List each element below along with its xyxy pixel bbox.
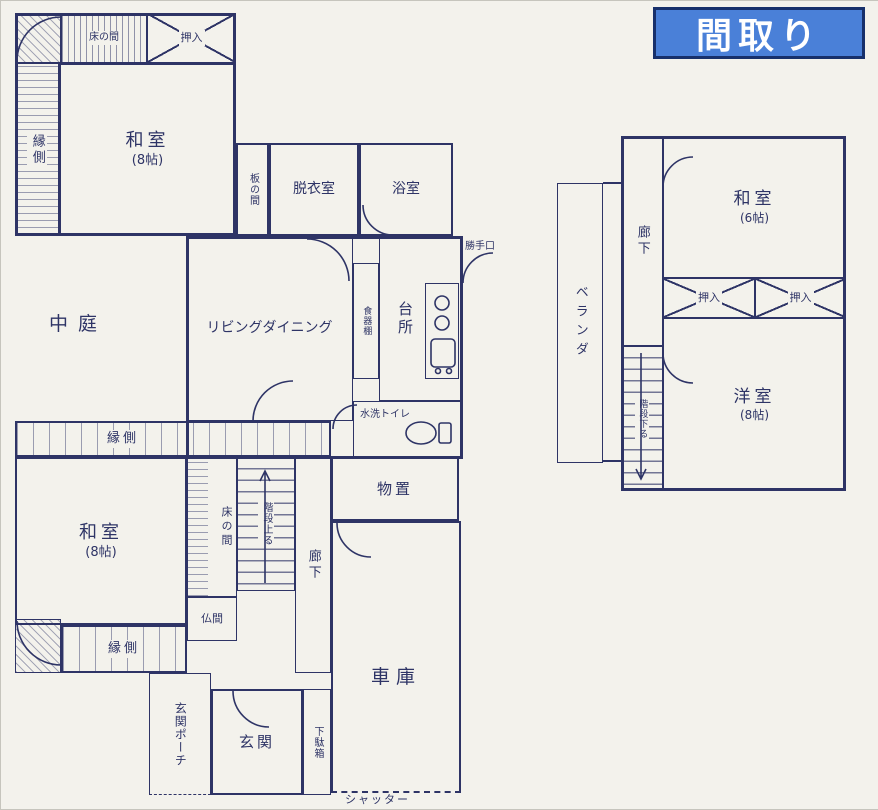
stairs-label: 階段下る — [634, 397, 650, 440]
label-shutter: シャッター — [345, 793, 410, 806]
room-yokushitsu: 浴室 — [359, 143, 453, 236]
room-label: 縁側 — [105, 640, 142, 658]
room-label: 玄関 — [238, 733, 275, 751]
room-daidokoro: 台所 — [379, 236, 463, 401]
room-label: 縁側 — [105, 430, 142, 448]
room-living-dining: リビングダイニング — [186, 236, 353, 421]
room-washitsu-2f: 和室 (6帖) — [663, 136, 846, 278]
room-label: 浴室 — [392, 181, 420, 198]
room-label: 廊下 — [305, 549, 321, 581]
room-label: 和室 — [79, 521, 123, 543]
room-label: 台所 — [396, 300, 414, 337]
room-oshiire-2f-left: 押入 — [663, 278, 755, 318]
room-tokonoma-top: 床の間 — [61, 13, 147, 63]
room-butsuma: 仏間 — [187, 597, 237, 641]
room-label: 水洗トイレ — [360, 409, 410, 420]
room-size: (8帖) — [131, 153, 164, 168]
veranda-connector-top — [603, 182, 623, 184]
room-engawa-left: 縁側 — [15, 63, 59, 236]
stairs-label: 階段上る — [258, 501, 274, 547]
room-label: 押入 — [787, 290, 814, 306]
room-youshitsu-2f: 洋室 (8帖) — [663, 318, 846, 491]
room-label: 押入 — [696, 290, 722, 306]
cabinet-shokkidana: 食器棚 — [353, 263, 379, 379]
room-label: 縁側 — [27, 132, 47, 167]
page-title: 間取り — [695, 16, 822, 57]
label-nakaniwa: 中庭 — [49, 313, 108, 335]
room-label: 廊下 — [634, 225, 650, 257]
room-label: 脱衣室 — [293, 181, 335, 198]
room-label: ベランダ — [572, 285, 588, 361]
room-label: リビングダイニング — [206, 320, 333, 337]
kitchen-counter — [425, 283, 459, 379]
room-label: 洋室 — [733, 386, 776, 407]
label-katteguchi: 勝手口 — [465, 241, 495, 252]
room-engawa-bottom: 縁側 — [61, 625, 187, 673]
room-genkan: 玄関 — [211, 689, 303, 795]
room-engawa-mid: 縁側 — [15, 421, 331, 457]
room-label: 和室 — [733, 189, 776, 210]
corner-closet-top — [15, 13, 61, 63]
room-genkan-porch: 玄関ポーチ — [149, 673, 211, 795]
room-label: 仏間 — [201, 612, 223, 626]
corridor-2f: 廊下 — [621, 136, 663, 346]
veranda-connector-bottom — [603, 460, 623, 462]
stairs-2f: 階段下る — [621, 346, 663, 491]
room-label: 車庫 — [370, 665, 421, 688]
room-label: 玄関ポーチ — [173, 701, 188, 767]
room-size: (8帖) — [740, 408, 769, 422]
corner-closet-bottom — [15, 619, 61, 673]
title-banner: 間取り — [653, 7, 865, 59]
room-label: 床の間 — [87, 31, 121, 45]
room-toilet: 水洗トイレ — [353, 401, 463, 459]
room-itanoma: 板の間 — [236, 143, 269, 236]
corridor-1f: 廊下 — [295, 457, 331, 673]
room-label: 下駄箱 — [312, 725, 323, 759]
room-washitsu-bottom-1f: 和室 (8帖) — [15, 457, 187, 625]
room-datsuishitsu: 脱衣室 — [269, 143, 359, 236]
stairs-1f: 階段上る — [237, 457, 295, 591]
room-shako: 車庫 — [331, 521, 461, 793]
room-label: 食器棚 — [361, 306, 372, 336]
door-arc — [462, 252, 494, 284]
room-label: 床の間 — [220, 506, 233, 548]
room-label: 板の間 — [247, 173, 259, 206]
room-size: (8帖) — [85, 544, 117, 560]
room-oshiire-2f-right: 押入 — [755, 278, 846, 318]
cabinet-getabako: 下駄箱 — [303, 689, 331, 795]
room-label: 物置 — [376, 480, 413, 498]
room-tokonoma-bottom: 床の間 — [187, 457, 237, 597]
room-label: 和室 — [125, 130, 170, 152]
room-size: (6帖) — [740, 210, 769, 225]
tokonoma-hatch — [188, 458, 208, 596]
room-monooki: 物置 — [331, 457, 459, 521]
room-veranda-2f: ベランダ — [557, 183, 603, 463]
room-washitsu-top-1f: 和室 (8帖) — [59, 63, 236, 236]
room-oshiire-1f: 押入 — [147, 13, 236, 63]
room-label: 押入 — [178, 30, 205, 46]
